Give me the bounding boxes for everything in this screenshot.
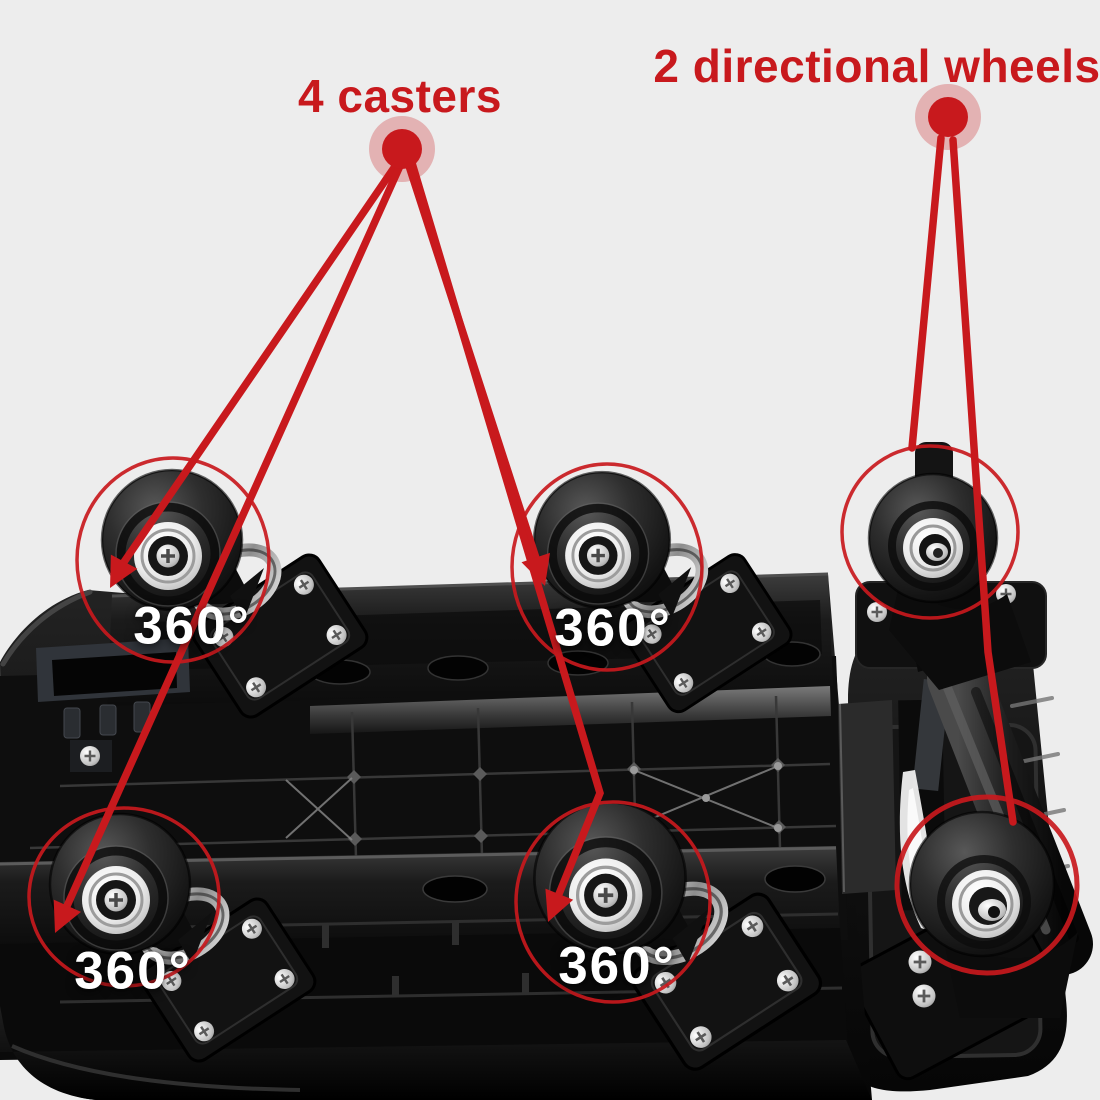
callout-dot (382, 129, 422, 169)
leader-arrowheads (53, 552, 574, 933)
connector-pillar (838, 700, 896, 894)
wheel-highlight-circle (27, 806, 221, 988)
callout-dots (369, 84, 981, 182)
wheel-highlight-circle (894, 794, 1080, 976)
annotations (27, 84, 1080, 1004)
casters-callout-label: 4 casters (298, 70, 502, 122)
callout-dot (928, 97, 968, 137)
directional-callout-label: 2 directional wheels (653, 40, 1100, 92)
rotation-label: 360° (558, 936, 676, 996)
leader-lines (63, 134, 1017, 910)
platform-fins (63, 701, 151, 739)
rotation-label: 360° (74, 941, 192, 1001)
wheel-highlight-circle (510, 462, 704, 672)
wheel-highlight-circle (514, 800, 712, 1004)
rotation-label: 360° (133, 596, 251, 656)
rotation-label: 360° (554, 598, 672, 658)
wheel-highlight-circle (840, 444, 1020, 620)
